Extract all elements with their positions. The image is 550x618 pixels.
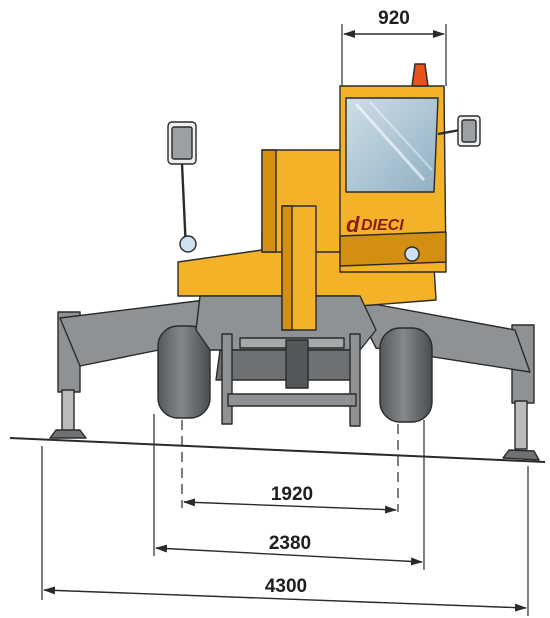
headlight-icon <box>404 246 420 262</box>
ground-line <box>9 437 546 463</box>
main-body-shadow <box>261 149 277 253</box>
wheel-width-label: 2380 <box>269 533 311 554</box>
right-tyre <box>379 327 433 423</box>
outrigger-span-dimension-line <box>43 586 527 612</box>
beacon-icon <box>411 63 429 87</box>
cab <box>339 85 447 273</box>
wheel-track-dimension-line <box>183 498 397 514</box>
outrigger-span-label: 4300 <box>265 576 307 597</box>
headlight-icon <box>179 235 197 253</box>
wheel-track-label: 1920 <box>271 484 313 505</box>
brand-logo-mark: d <box>346 212 360 237</box>
right-mirror-icon <box>437 115 481 147</box>
left-mirror-icon <box>167 121 197 251</box>
machine <box>49 63 540 461</box>
cab-width-label: 920 <box>378 8 410 29</box>
wheel-width-dimension-line <box>155 544 423 566</box>
brand-logo: d DIECI <box>346 212 404 237</box>
right-outrigger-arm <box>351 299 531 373</box>
brand-logo-name: DIECI <box>361 217 404 234</box>
fork-carriage <box>221 333 361 427</box>
left-tyre <box>157 325 211 419</box>
